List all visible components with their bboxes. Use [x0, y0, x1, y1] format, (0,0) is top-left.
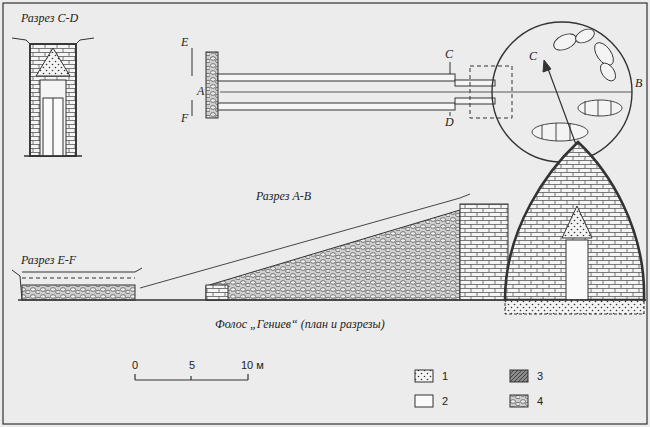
- label: Разрез C-D: [20, 12, 79, 24]
- legend-number: 3: [536, 371, 544, 382]
- legend-number: 1: [441, 371, 449, 382]
- legend-swatches: [415, 370, 528, 407]
- label: Разрез A-B: [255, 190, 312, 202]
- scale-bar: [135, 374, 248, 380]
- section-cd: [12, 38, 94, 156]
- label: 10 м: [240, 360, 265, 371]
- label: Разрез E-F: [20, 254, 77, 266]
- label: F: [180, 112, 189, 124]
- label: A: [196, 85, 205, 97]
- label: E: [180, 36, 189, 48]
- legend-swatch: [415, 395, 433, 407]
- legend-number: 4: [536, 396, 544, 407]
- section-ef: [12, 268, 142, 300]
- caption: Фолос „Гениев“ (план и разрезы): [214, 318, 386, 330]
- section-ab: [140, 142, 646, 314]
- legend-swatch: [415, 370, 433, 382]
- legend-swatch: [510, 395, 528, 407]
- label: C: [444, 48, 454, 60]
- label: C: [528, 50, 538, 62]
- legend-number: 2: [441, 396, 449, 407]
- label: D: [444, 116, 455, 128]
- plan: [192, 22, 632, 162]
- label: 5: [188, 360, 196, 371]
- legend-swatch: [510, 370, 528, 382]
- frame: [3, 3, 647, 424]
- label: 0: [131, 360, 139, 371]
- label: B: [634, 77, 643, 89]
